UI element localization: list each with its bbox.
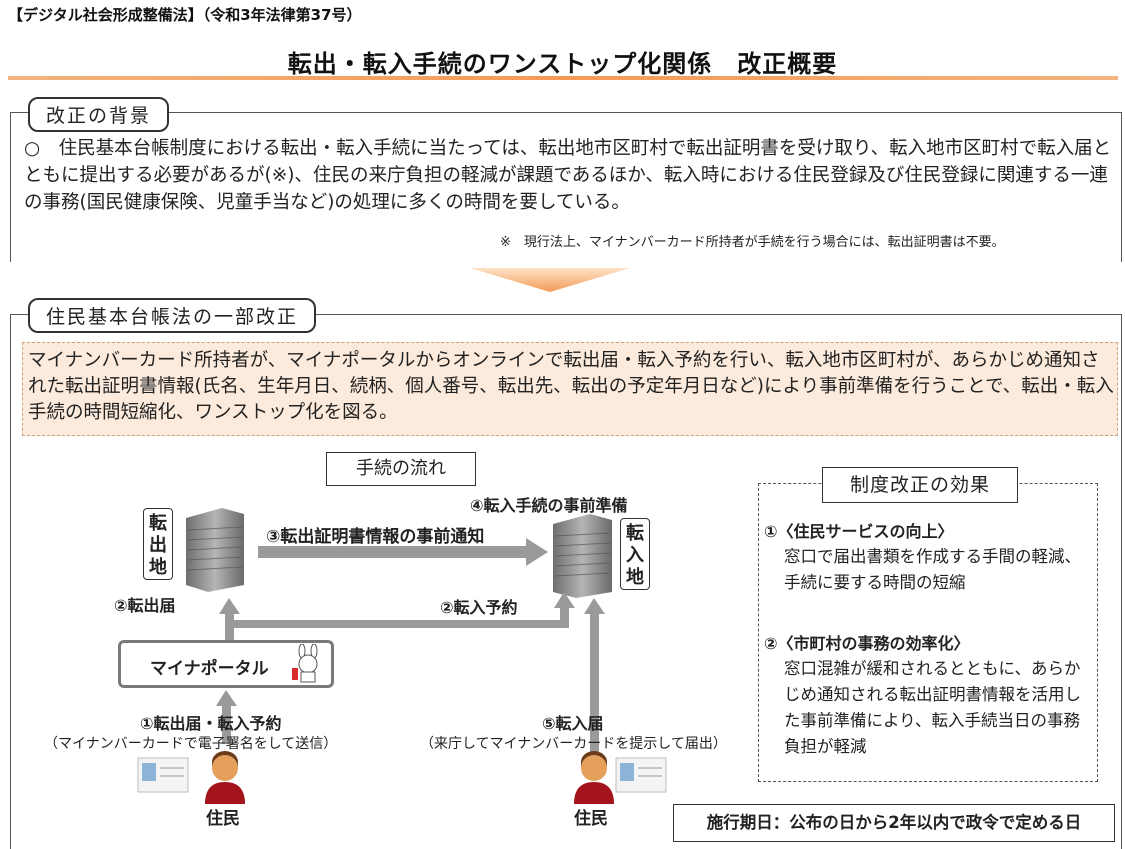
step5-sublabel: （来庁してマイナンバーカードを提示して届出） [420,736,727,752]
header-divider [8,76,1118,80]
background-section-tag: 改正の背景 [28,97,170,132]
flow-diagram [137,508,667,804]
effect1-body: 窓口で届出書類を作成する手間の軽減、手続に要する時間の短縮 [784,547,1081,592]
page-title: 転出・転入手続のワンストップ化関係 改正概要 [287,50,838,78]
enforcement-date: 施行期日：公布の日から2年以内で政令で定める日 [673,804,1115,842]
revision-section-tag: 住民基本台帳法の一部改正 [28,298,317,333]
down-arrow-icon [470,268,630,292]
step2-moveout-label: ②転出届 [114,596,176,615]
step1-label: ①転出届・転入予約 [140,714,282,733]
step3-arrow [258,538,548,566]
flow-title: 手続の流れ [326,452,476,486]
effect1-heading: ①〈住民サービスの向上〉 [764,522,954,541]
effect2-body: 窓口混雑が緩和されるとともに、あらかじめ通知される転出証明書情報を活用した事前準… [784,659,1081,756]
step3-label: ③転出証明書情報の事前通知 [266,527,485,547]
effects-title: 制度改正の効果 [822,467,1018,503]
law-label: 【デジタル社会形成整備法】（令和3年法律第37号） [8,6,362,24]
step1-sublabel: （マイナンバーカードで電子署名をして送信） [44,736,338,752]
origin-server-icon [186,508,244,592]
mascot-icon [292,644,318,683]
effect2-heading: ②〈市町村の事務の効率化〉 [764,634,970,653]
revision-summary-text: マイナンバーカード所持者が、マイナポータルからオンラインで転出届・転入予約を行い… [28,350,1114,423]
origin-municipality-label: 転出地 [143,508,173,580]
resident-left-label: 住民 [206,809,240,829]
background-text: ○ 住民基本台帳制度における転出・転入手続に当たっては、転出地市区町村で転出証明… [24,138,1112,213]
destination-municipality-label: 転入地 [620,518,650,590]
background-note: ※ 現行法上、マイナンバーカード所持者が手続を行う場合には、転出証明書は不要。 [500,235,1005,250]
resident-right-label: 住民 [574,809,608,829]
revision-section [10,314,1122,849]
myna-portal-label: マイナポータル [150,659,269,679]
step2-reservation-label: ②転入予約 [440,598,518,617]
portal-arrows [216,592,605,758]
step4-label: ④転入手続の事前準備 [470,496,628,515]
step5-label: ⑤転入届 [542,714,604,733]
resident-left-icon [137,751,245,804]
resident-right-icon [574,751,667,804]
revision-summary-box [22,342,1118,436]
destination-server-icon [553,514,612,598]
background-section [10,112,1122,262]
